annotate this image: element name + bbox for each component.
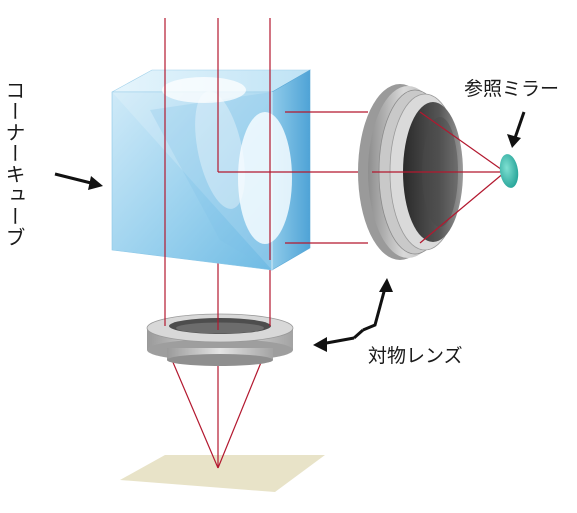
- corner-cube: [111, 69, 312, 271]
- arrow-objective-lens-head-up: [379, 278, 393, 292]
- arrow-corner-cube: [54, 172, 103, 190]
- arrow-objective-lens-head-left: [313, 337, 327, 352]
- reference-mirror: [499, 154, 519, 188]
- arrow-reference-mirror: [507, 111, 526, 148]
- arrow-objective-lens-join: [353, 328, 364, 340]
- focus-beams: [171, 356, 263, 469]
- objective-lens-lower: [146, 313, 294, 366]
- horizontal-beams: [218, 111, 372, 244]
- arrow-objective-lens: [320, 287, 387, 346]
- vertical-beams-lower: [164, 260, 271, 330]
- label-corner-cube: コーナーキューブ: [2, 80, 26, 248]
- vertical-beams-upper: [164, 18, 271, 260]
- label-reference-mirror: 参照ミラー: [464, 78, 559, 100]
- mirror-beams: [372, 111, 506, 244]
- sample-plane: [120, 455, 325, 492]
- label-objective-lens: 対物レンズ: [368, 345, 463, 367]
